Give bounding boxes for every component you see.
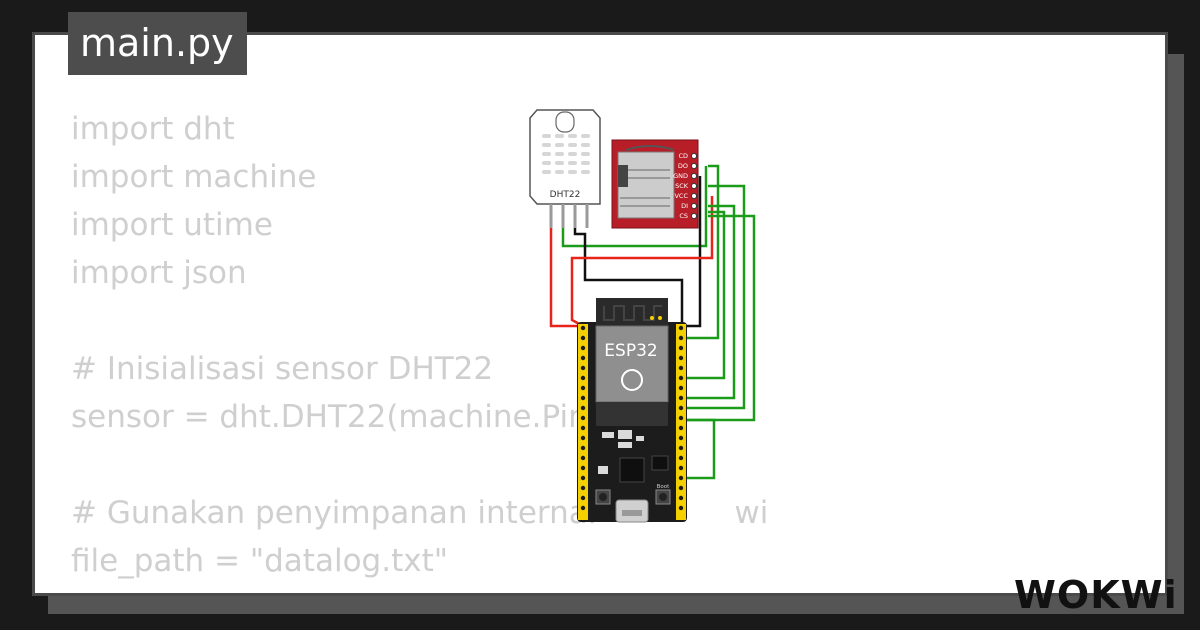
wire-sd-extra (686, 210, 726, 380)
code-line-9-text: # Gunakan penyimpanan internal (71, 495, 597, 531)
wokwi-logo-text: WOKWi (1014, 573, 1178, 616)
code-line-7: sensor = dht.DHT22(machine.Pin( (71, 399, 600, 435)
wire-sd-vcc (570, 196, 714, 328)
file-tab-label: main.py (80, 21, 234, 65)
wire-esp-gpio (686, 418, 716, 480)
code-preview: import dht import machine import utime impo… (71, 105, 768, 585)
code-line-3: import utime (71, 207, 273, 243)
code-line-9-tail: wi (734, 495, 769, 531)
wire-sd-sck (686, 184, 746, 410)
boot-label: Boot (657, 484, 671, 490)
code-line-2: import machine (71, 159, 317, 195)
wokwi-logo: WOKWi (1014, 573, 1178, 616)
code-line-9: # Gunakan penyimpanan internal wi (71, 489, 768, 537)
wire-dht-gnd (573, 176, 702, 328)
esp32-board[interactable]: ESP32 Boot (577, 298, 687, 523)
file-tab[interactable]: main.py (68, 12, 247, 75)
sd-pin-gnd: GND (673, 172, 688, 180)
wire-sd-do (686, 164, 720, 340)
esp32-label: ESP32 (604, 341, 657, 361)
code-line-4: import json (71, 255, 247, 291)
sd-pin-cs: CS (679, 212, 688, 220)
code-line-6: # Inisialisasi sensor DHT22 (71, 351, 494, 387)
sd-pin-di: DI (681, 202, 688, 210)
espressif-icon (621, 369, 643, 391)
sd-pin-cd: CD (678, 152, 688, 160)
code-line-10: file_path = "datalog.txt" (71, 543, 448, 579)
sd-pin-vcc: VCC (674, 192, 688, 200)
code-line-1: import dht (71, 111, 235, 147)
wire-dht-data (561, 166, 708, 248)
wires (549, 164, 756, 480)
microsd-module[interactable]: CD DO GND SCK VCC DI CS (611, 139, 699, 229)
dht22-label: DHT22 (550, 190, 581, 200)
sd-pin-sck: SCK (675, 182, 689, 190)
wire-dht-vcc (549, 226, 583, 328)
wire-sd-cs (686, 214, 756, 422)
dht22-sensor[interactable]: DHT22 (529, 109, 601, 228)
sd-pin-do: DO (678, 162, 688, 170)
wire-sd-di (686, 204, 736, 400)
